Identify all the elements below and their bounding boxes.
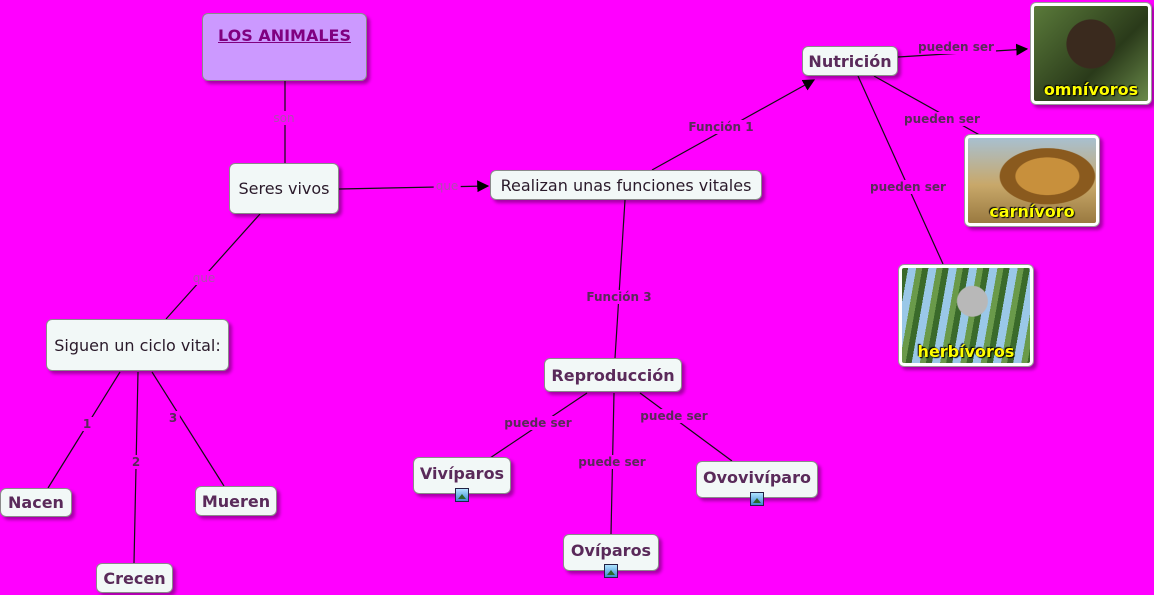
chimpanzee-image: omnívoros bbox=[1034, 6, 1148, 101]
concept-title[interactable]: LOS ANIMALES bbox=[202, 13, 367, 81]
link-label-puede-ser: puede ser bbox=[502, 416, 574, 430]
concept-ciclo-vital[interactable]: Siguen un ciclo vital: bbox=[46, 319, 229, 371]
line-nutricion-herbivoros bbox=[857, 75, 944, 265]
link-label-pueden-ser: pueden ser bbox=[916, 40, 996, 54]
concept-crecen[interactable]: Crecen bbox=[96, 563, 173, 593]
link-label-que: que bbox=[190, 271, 218, 285]
link-label-pueden-ser: pueden ser bbox=[902, 112, 982, 126]
line-repro-ovoviviparo bbox=[639, 392, 733, 462]
photo-caption: omnívoros bbox=[1043, 80, 1139, 99]
link-label-2: 2 bbox=[128, 455, 144, 469]
line-seres-funciones bbox=[338, 180, 490, 193]
link-label-1: 1 bbox=[79, 417, 95, 431]
link-label-funcion-3: Función 3 bbox=[584, 290, 654, 304]
link-label-pueden-ser: pueden ser bbox=[868, 180, 948, 194]
photo-caption: carnívoro bbox=[989, 202, 1075, 221]
concept-nacen[interactable]: Nacen bbox=[0, 488, 72, 517]
link-label-puede-ser: puede ser bbox=[638, 409, 710, 423]
line-nutricion-carnivoro bbox=[873, 75, 986, 139]
concept-viviparos[interactable]: Vivíparos bbox=[413, 457, 511, 494]
image-icon[interactable] bbox=[750, 492, 764, 506]
photo-herbivoros[interactable]: herbívoros bbox=[898, 264, 1034, 367]
image-icon[interactable] bbox=[455, 488, 469, 502]
concept-reproduccion[interactable]: Reproducción bbox=[544, 358, 682, 392]
koala-image: herbívoros bbox=[902, 268, 1030, 363]
concept-mueren[interactable]: Mueren bbox=[195, 486, 277, 516]
concept-funciones-vitales[interactable]: Realizan unas funciones vitales bbox=[490, 170, 762, 200]
link-label-puede-ser: puede ser bbox=[576, 455, 648, 469]
concept-nutricion[interactable]: Nutrición bbox=[802, 46, 898, 76]
link-label-3: 3 bbox=[165, 411, 181, 425]
link-label-que: que bbox=[433, 179, 461, 193]
link-label-funcion-1: Función 1 bbox=[686, 120, 756, 134]
photo-caption: herbívoros bbox=[917, 342, 1015, 361]
line-seres-ciclo bbox=[165, 213, 261, 320]
photo-carnivoro[interactable]: carnívoro bbox=[964, 134, 1100, 227]
concept-ovoviviparo[interactable]: Ovovivíparo bbox=[696, 461, 818, 498]
photo-omnivoros[interactable]: omnívoros bbox=[1030, 2, 1152, 105]
image-icon[interactable] bbox=[604, 564, 618, 578]
link-label-son: son bbox=[271, 111, 297, 125]
line-ciclo-mueren bbox=[151, 371, 225, 487]
concept-seres-vivos[interactable]: Seres vivos bbox=[229, 163, 339, 214]
line-funciones-reproduccion bbox=[614, 199, 626, 359]
lion-image: carnívoro bbox=[968, 138, 1096, 223]
